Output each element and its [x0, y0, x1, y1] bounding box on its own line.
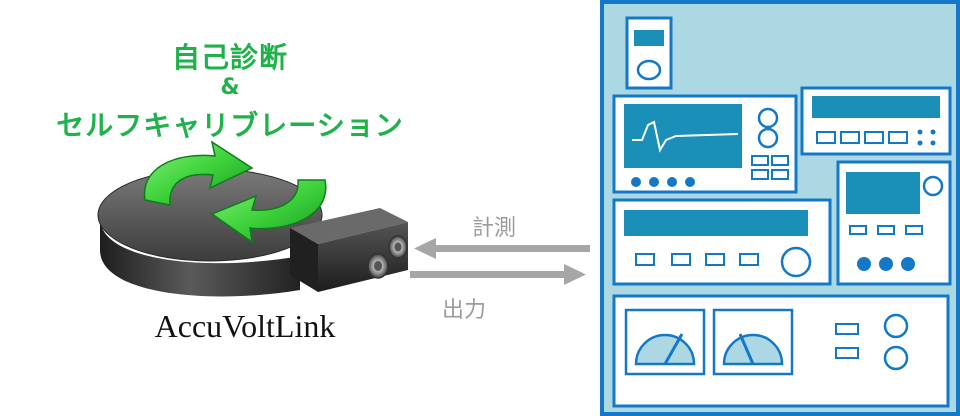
measure-label: 計測 [472, 216, 517, 241]
title-ampersand: & [220, 75, 240, 100]
instrument-rack-icon [600, 0, 960, 416]
output-label: 出力 [442, 298, 487, 323]
title-self-diagnosis: 自己診断 [171, 41, 288, 74]
device-name-label: AccuVoltLink [154, 308, 336, 344]
measure-arrow [414, 238, 590, 259]
title-self-calibration: セルフキャリブレーション [56, 109, 404, 142]
output-arrow [410, 264, 586, 285]
refresh-cycle-icon [143, 140, 327, 244]
